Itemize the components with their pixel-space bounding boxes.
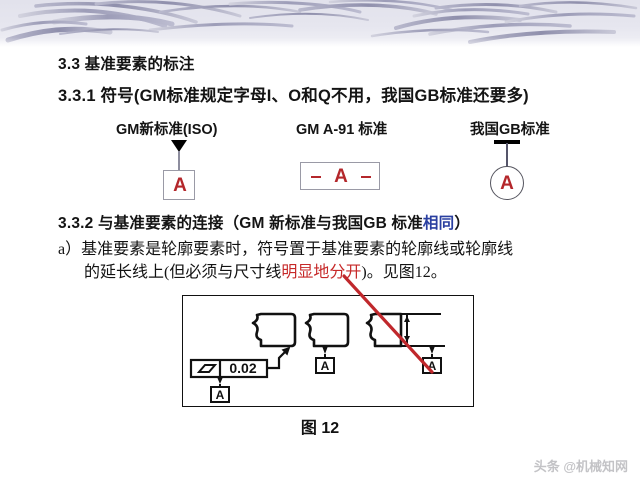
datum-letter-a91: A	[334, 166, 348, 187]
datum-triangle-1	[217, 377, 223, 384]
part-outline-2	[304, 312, 350, 348]
symbol-caption-a91: GM A-91 标准	[296, 122, 388, 138]
datum-symbol-gb: A	[484, 140, 544, 202]
datum-symbol-a91: A	[300, 162, 386, 192]
paragraph-a-line2-prefix: 的延长线上(但必须与尺寸线	[84, 264, 282, 281]
datum-label-1: A	[210, 377, 230, 403]
svg-text:A: A	[216, 388, 225, 402]
tolerance-value: 0.02	[229, 360, 256, 376]
parallelism-symbol-icon	[196, 364, 218, 373]
dash-right-icon	[361, 176, 371, 178]
dash-left-icon	[311, 176, 321, 178]
part-outline-3	[365, 312, 403, 348]
subsection-3-3-2-suffix: ）	[454, 215, 471, 232]
datum-letter-iso: A	[173, 175, 187, 196]
datum-letter-gb: A	[500, 173, 514, 194]
subsection-3-3-2-highlight: 相同	[422, 215, 455, 232]
paragraph-a: a）基准要素是轮廓要素时，符号置于基准要素的轮廓线或轮廓线 的延长线上(但必须与…	[58, 238, 610, 284]
figure-12-frame: 0.02 A A	[182, 295, 474, 407]
datum-label-2: A	[315, 346, 335, 374]
paragraph-a-line1: a）基准要素是轮廓要素时，符号置于基准要素的轮廓线或轮廓线	[58, 241, 514, 258]
leader-line	[178, 151, 180, 173]
datum-bar-icon	[494, 140, 520, 144]
figure-12-drawing: 0.02 A A	[189, 312, 445, 403]
datum-circle-frame: A	[490, 166, 524, 200]
datum-square-frame: A	[163, 170, 195, 200]
header-brush-strokes	[0, 0, 640, 52]
datum-triangle-2	[322, 346, 328, 354]
leader-arrowhead-1	[281, 346, 291, 356]
filled-triangle-icon	[171, 140, 187, 152]
paragraph-a-line2-suffix: )。见图12。	[361, 264, 447, 281]
svg-text:A: A	[428, 359, 437, 373]
figure-caption: 图 12	[300, 420, 340, 437]
datum-triangle-3	[429, 346, 435, 354]
subsection-3-3-2-prefix: 3.3.2 与基准要素的连接（GM 新标准与我国GB 标准	[58, 215, 423, 232]
datum-label-3: A	[422, 346, 442, 374]
subsection-heading-3-3-2: 3.3.2 与基准要素的连接（GM 新标准与我国GB 标准相同）	[58, 211, 470, 233]
datum-symbol-iso: A	[150, 140, 220, 202]
leader-line	[506, 143, 508, 167]
footer-watermark: 头条 @机械知网	[533, 459, 628, 474]
paragraph-a-line2-highlight: 明显地分开	[281, 264, 362, 281]
symbol-caption-iso: GM新标准(ISO)	[116, 122, 218, 138]
paragraph-a-line2: 的延长线上(但必须与尺寸线明显地分开)。见图12。	[58, 261, 610, 284]
svg-text:A: A	[321, 359, 330, 373]
symbol-caption-gb: 我国GB标准	[470, 122, 550, 138]
datum-rect-frame: A	[300, 162, 380, 190]
section-heading-3-3: 3.3 基准要素的标注	[58, 56, 195, 73]
part-outline-1	[251, 312, 297, 348]
leader-polyline-1	[267, 347, 290, 370]
subsection-heading-3-3-1: 3.3.1 符号(GM标准规定字母I、O和Q不用，我国GB标准还要多)	[58, 87, 529, 105]
feature-control-frame: 0.02	[189, 358, 269, 379]
